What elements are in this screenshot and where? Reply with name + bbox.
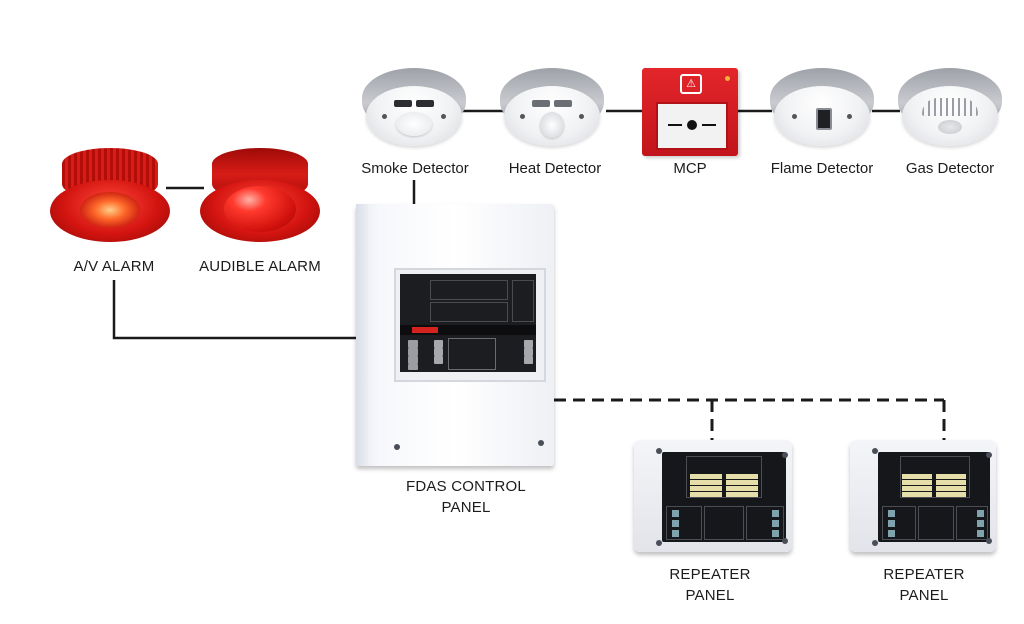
control-panel-label: FDAS CONTROL PANEL bbox=[380, 476, 552, 518]
repeater-panel-2-label-line1: REPEATER bbox=[883, 566, 965, 583]
mcp-label: MCP bbox=[673, 160, 707, 177]
manual-call-point-icon: ⚠ bbox=[642, 68, 738, 156]
heat-detector-icon bbox=[500, 66, 604, 152]
flame-detector-icon bbox=[770, 66, 874, 152]
heat-detector-label: Heat Detector bbox=[508, 160, 602, 177]
audible-alarm-label: AUDIBLE ALARM bbox=[199, 258, 321, 275]
gas-detector-label: Gas Detector bbox=[905, 160, 995, 177]
flame-detector-label: Flame Detector bbox=[770, 160, 874, 177]
audible-alarm-icon bbox=[200, 140, 320, 244]
repeater-panel-2-label: REPEATER PANEL bbox=[874, 564, 974, 606]
repeater-panel-1-label: REPEATER PANEL bbox=[660, 564, 760, 606]
control-panel-label-line1: FDAS CONTROL bbox=[406, 478, 526, 495]
smoke-detector-label: Smoke Detector bbox=[361, 160, 469, 177]
repeater-panel-2-icon bbox=[850, 440, 996, 552]
repeater-panel-1-label-line2: PANEL bbox=[685, 587, 735, 604]
control-panel-label-line2: PANEL bbox=[441, 499, 491, 516]
repeater-panel-1-label-line1: REPEATER bbox=[669, 566, 751, 583]
wire-av-panel bbox=[112, 280, 356, 340]
av-alarm-label: A/V ALARM bbox=[73, 258, 155, 275]
control-panel-icon bbox=[356, 204, 554, 466]
repeater-panel-2-label-line2: PANEL bbox=[899, 587, 949, 604]
smoke-detector-icon bbox=[362, 66, 466, 152]
av-alarm-icon bbox=[50, 140, 170, 244]
repeater-panel-1-icon bbox=[634, 440, 792, 552]
gas-detector-icon bbox=[898, 66, 1002, 152]
